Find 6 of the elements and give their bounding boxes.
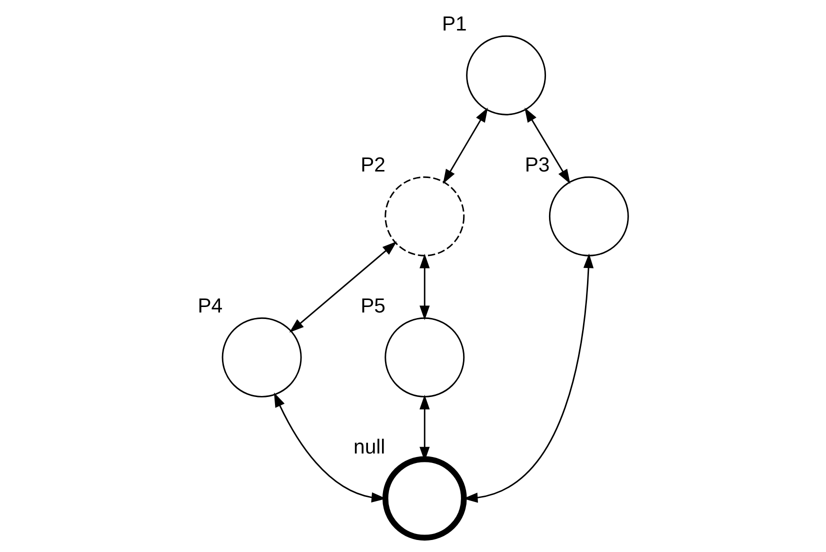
- node-label: P1: [442, 14, 467, 36]
- node-label: P2: [360, 154, 386, 177]
- node-label: P3: [524, 154, 550, 177]
- node-label: P5: [360, 296, 386, 318]
- node-label: null: [354, 436, 386, 459]
- node-label: P4: [198, 296, 223, 318]
